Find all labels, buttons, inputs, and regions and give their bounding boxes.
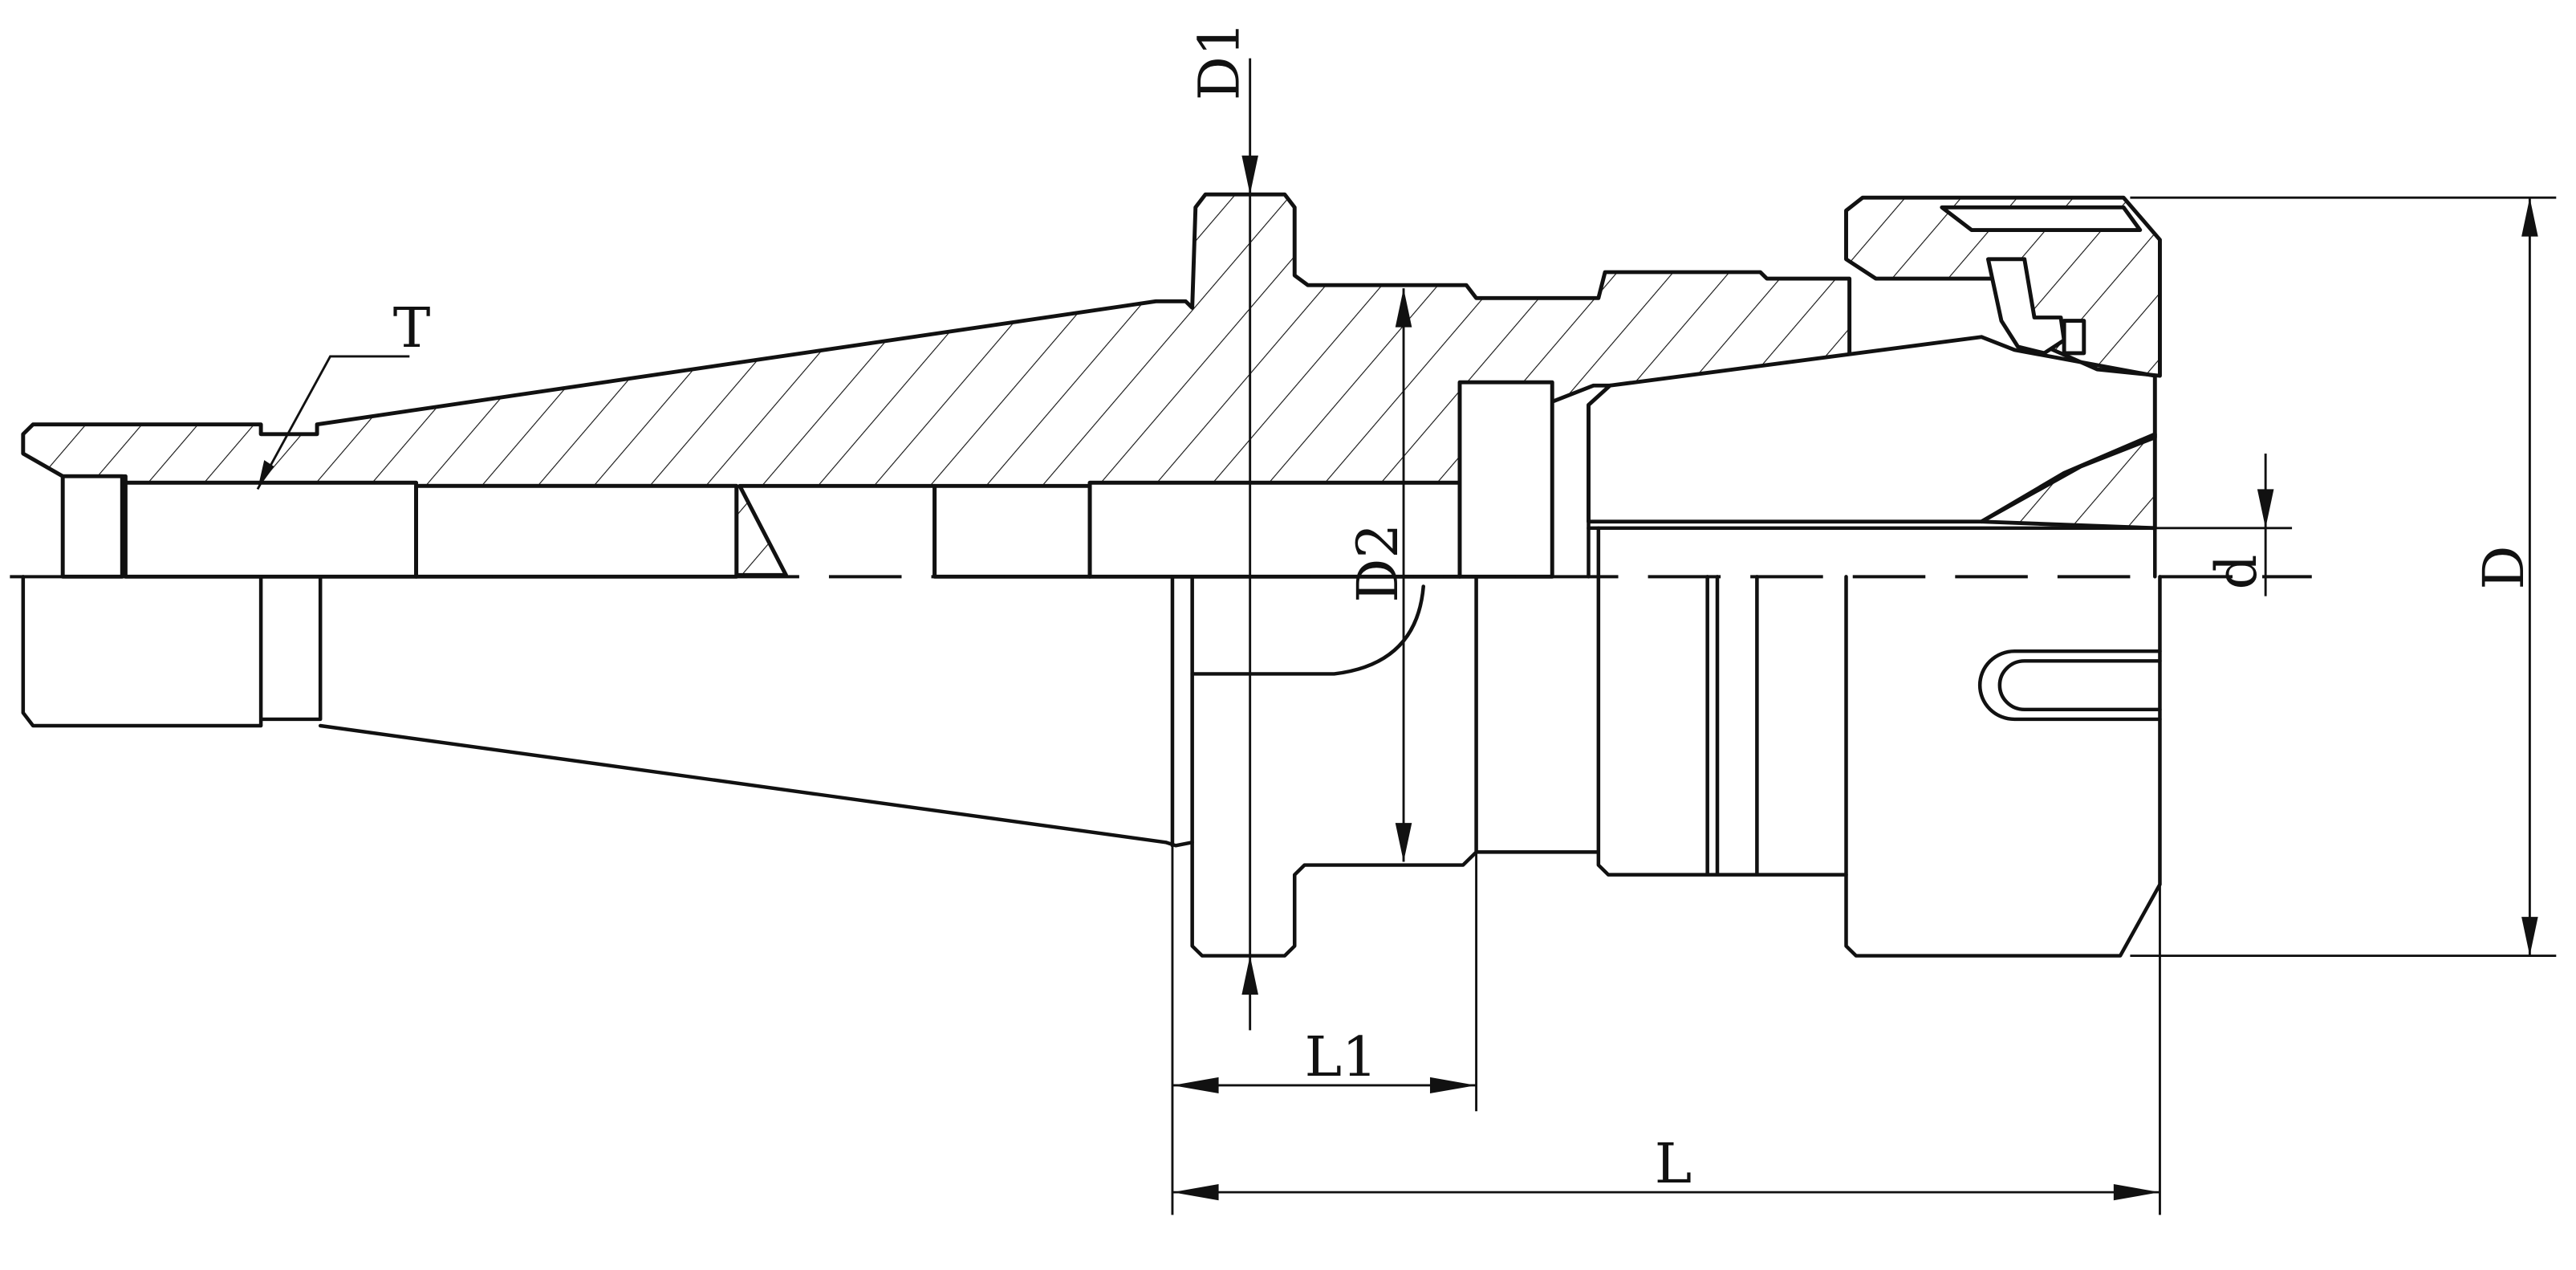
nut-outline-lower	[1844, 575, 2162, 958]
label-D1: D1	[1188, 21, 1253, 100]
body-outline-lower	[1474, 575, 1848, 877]
collet-section	[1979, 432, 2157, 531]
collar-ring	[1457, 380, 1554, 579]
nut-slot	[1940, 205, 2143, 232]
bore-groove-left	[60, 474, 124, 579]
nut-key	[2062, 319, 2086, 356]
dim-D: D	[2130, 196, 2557, 957]
flange-outline-lower	[1170, 575, 1478, 958]
outline-lower-half	[21, 575, 2162, 958]
label-T: T	[393, 296, 431, 360]
dim-D2: D2	[1346, 288, 1412, 862]
sectioned-upper-half	[21, 192, 2162, 579]
label-D: D	[2472, 545, 2537, 589]
collet-taper	[1587, 335, 2157, 524]
shank-outline-lower	[21, 575, 1194, 848]
label-d: d	[2204, 555, 2269, 590]
dim-D1: D1	[1188, 21, 1258, 995]
label-L: L	[1655, 1133, 1692, 1196]
nut-slot-lower	[1977, 649, 2162, 722]
dim-L: L	[1172, 884, 2161, 1215]
bore-front	[123, 480, 419, 579]
label-D2: D2	[1346, 523, 1411, 603]
dim-L1: L1	[1171, 845, 1478, 1215]
flange-inner-recess	[1190, 584, 1425, 676]
dim-d: d	[2155, 454, 2293, 596]
label-L1: L1	[1305, 1025, 1378, 1089]
dim-T: T	[256, 296, 431, 490]
bore-rear	[932, 483, 1092, 579]
bore-middle	[414, 483, 739, 579]
